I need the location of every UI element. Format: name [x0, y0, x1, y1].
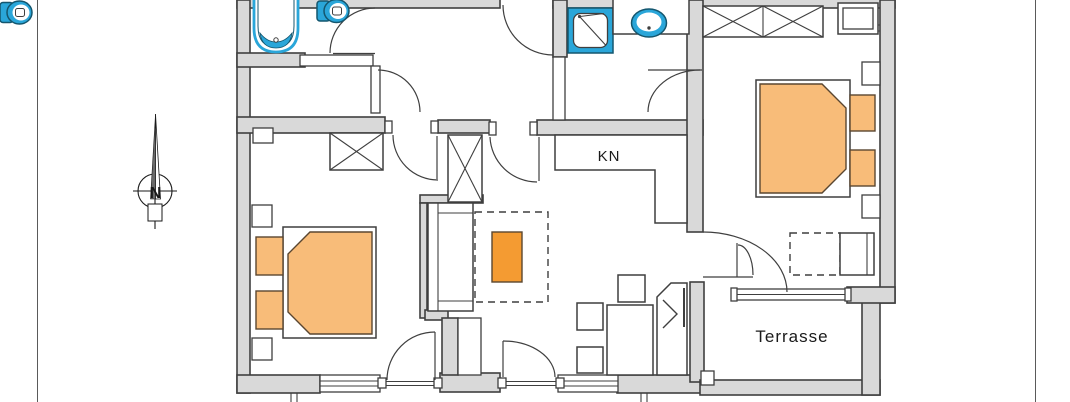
wardrobe-bedroom2: [702, 5, 824, 38]
pier-bedroom2-lower: [861, 194, 881, 219]
wall-hall-a: [437, 119, 491, 134]
chair: [576, 346, 604, 374]
wall-bath2-west-lower: [552, 56, 566, 121]
hall-closet-shaft: [447, 134, 483, 203]
wardrobe-bedroom1: [329, 132, 384, 171]
wall-terrace-south: [699, 379, 881, 396]
wall-living-west-lower: [441, 317, 459, 376]
dining-set: [576, 274, 654, 376]
terrace-label: Terrasse: [755, 327, 828, 346]
bathtub-icon: [252, 0, 300, 54]
pier-bedroom1-lower: [251, 337, 273, 361]
door-bedroom1-balcony: [386, 331, 436, 381]
kitchen-label: KN: [598, 148, 621, 165]
nightstand: [255, 290, 284, 330]
compass-north-label: N: [150, 185, 162, 202]
door-bedroom1: [392, 134, 439, 181]
pier-bedroom1-upper: [251, 204, 273, 228]
wall-bath1-south: [236, 52, 306, 68]
chair: [576, 302, 604, 331]
compass-base: [147, 203, 163, 222]
kitchen-counter: [554, 134, 688, 224]
daybed-bedroom2: [789, 232, 875, 276]
nightstand: [849, 94, 876, 132]
wall-bottom-left: [236, 374, 321, 394]
mullion: [555, 377, 565, 389]
wall-terrace-east: [861, 299, 881, 396]
door-living: [489, 136, 540, 183]
bed-bedroom1: [255, 226, 377, 339]
window-living: [557, 374, 619, 393]
wall-bath1-niche: [299, 54, 374, 67]
pier-terrace-corner: [700, 370, 715, 386]
wall-terrace-northeast-jog: [846, 286, 896, 304]
pier-bedroom1-top: [252, 127, 274, 144]
coffee-table: [491, 231, 523, 283]
mullion: [433, 377, 443, 389]
nightstand: [255, 236, 284, 276]
door-jamb: [430, 120, 439, 134]
door-jamb: [384, 120, 393, 134]
wall-terrace-west: [689, 281, 705, 383]
sofa: [427, 202, 474, 312]
dining-table: [606, 304, 654, 376]
shelf-bedroom2: [837, 2, 879, 35]
door-bedroom2: [702, 231, 788, 293]
door-wc: [377, 69, 421, 113]
door-jamb: [529, 121, 538, 136]
wall-right: [879, 0, 896, 304]
wall-wc-east: [370, 65, 381, 114]
pier-bedroom2-upper: [861, 61, 881, 86]
mullion: [377, 377, 387, 389]
shower-icon: [567, 7, 614, 54]
nightstand: [849, 149, 876, 187]
door-bathroom2: [647, 69, 702, 113]
doors: [329, 4, 788, 381]
wall-kitchen-north: [536, 119, 704, 136]
walls: [236, 0, 896, 396]
stove-cabinet: [656, 282, 688, 376]
vanity-sink-icon: [612, 0, 690, 38]
rug-outline: [474, 211, 549, 303]
compass-rose: N: [133, 113, 177, 229]
bed-bedroom2: [755, 79, 876, 198]
wall-bath2-west: [552, 0, 568, 58]
wall-living-west: [419, 202, 428, 319]
chair: [617, 274, 646, 303]
mullion: [497, 377, 507, 389]
toilet-icon: [0, 0, 33, 25]
door-living-balcony: [502, 340, 556, 378]
wall-bottom-pier: [439, 372, 501, 393]
toilet2-icon: [316, 0, 350, 24]
window-bedroom1: [319, 374, 381, 393]
windows: [290, 24, 880, 402]
wall-kitchen-east: [686, 0, 704, 233]
door-jamb: [488, 121, 497, 136]
mullion: [844, 287, 852, 302]
compass-needle-light: [155, 113, 161, 200]
duct-beside-door: [457, 317, 482, 376]
mullion: [730, 287, 738, 302]
door-entrance: [502, 4, 554, 58]
